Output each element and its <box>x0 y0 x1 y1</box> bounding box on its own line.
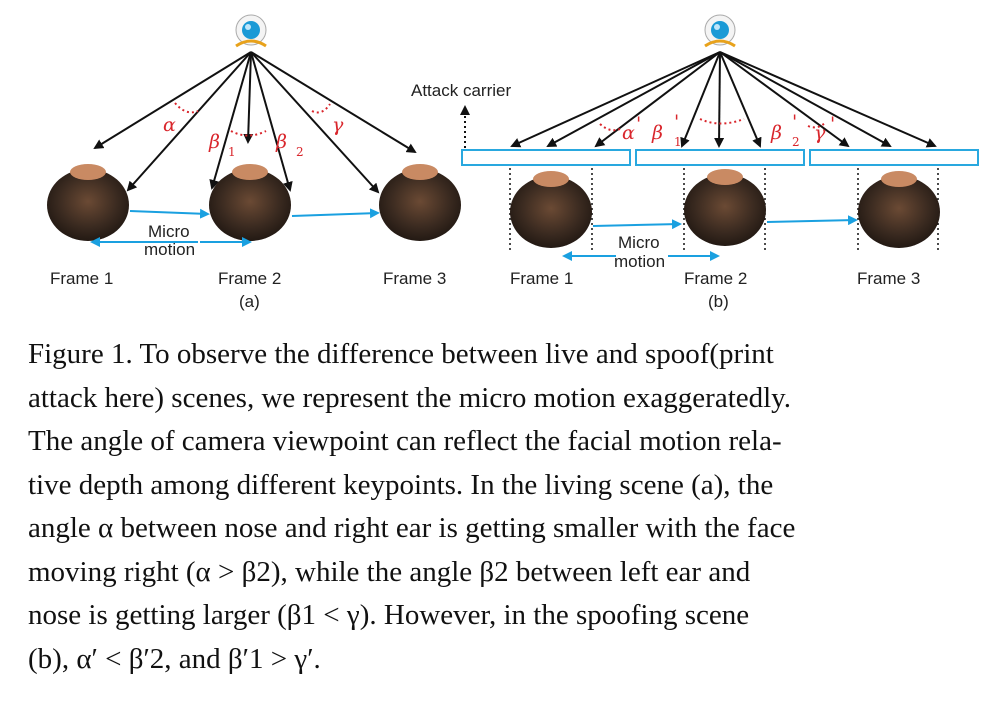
beta1-label: β <box>208 131 220 153</box>
motion-label: motion <box>144 240 195 259</box>
motion-arrows <box>90 208 380 247</box>
camera-icon <box>704 14 736 48</box>
caption-line: tive depth among different keypoints. In… <box>28 468 774 501</box>
camera-icon <box>235 14 267 48</box>
beta2-prime-subscript: 2 <box>792 135 800 149</box>
caption-line: angle α between nose and right ear is ge… <box>28 512 796 544</box>
head-frame-2 <box>684 169 766 246</box>
gamma-prime-mark: ' <box>830 113 835 135</box>
beta2-prime-label: β <box>770 122 782 144</box>
caption-line: moving right (α > β2), while the angle β… <box>28 555 751 588</box>
motion-label: motion <box>614 252 665 271</box>
alpha-label: α <box>163 114 176 136</box>
head-frame-1 <box>510 171 592 248</box>
carrier-boxes <box>461 149 979 166</box>
panel-b-sublabel: (b) <box>708 292 729 311</box>
angle-arcs <box>174 102 331 137</box>
beta2-label: β <box>275 131 287 153</box>
caption-line: Figure 1. To observe the difference betw… <box>28 338 774 370</box>
head-frame-3 <box>858 171 940 248</box>
micro-label: Micro <box>148 222 190 241</box>
caption-line: attack here) scenes, we represent the mi… <box>28 381 792 414</box>
beta2-prime-mark: ' <box>792 111 797 133</box>
gamma-prime-label: γ <box>814 122 826 144</box>
alpha-prime-label: α <box>622 122 635 144</box>
attack-carrier-label: Attack carrier <box>411 81 511 100</box>
head-frame-2 <box>209 164 291 241</box>
head-frame-1 <box>47 164 129 241</box>
beta2-subscript: 2 <box>296 145 304 159</box>
angle-arcs <box>599 118 827 132</box>
frame-1-label: Frame 1 <box>510 269 573 288</box>
beta1-prime-label: β <box>651 122 663 144</box>
panel-a: α β 1 β 2 γ Micro motion Frame 1 Frame 2 <box>47 14 461 311</box>
frame-3-label: Frame 3 <box>857 269 920 288</box>
alpha-prime-mark: ' <box>636 113 641 135</box>
beta1-prime-subscript: 1 <box>674 135 682 149</box>
motion-arrows <box>562 215 858 261</box>
panel-a-sublabel: (a) <box>239 292 260 311</box>
beta1-prime-mark: ' <box>674 111 679 133</box>
caption-line: nose is getting larger (β1 < γ). However… <box>28 599 750 631</box>
beta1-subscript: 1 <box>228 145 236 159</box>
panel-b: Attack carrier α ' β ' <box>411 14 979 311</box>
frame-1-label: Frame 1 <box>50 269 113 288</box>
caption-line: (b), α′ < β′2, and β′1 > γ′. <box>28 642 321 675</box>
figure-1-diagram: α β 1 β 2 γ Micro motion Frame 1 Frame 2 <box>47 14 979 311</box>
head-frame-3 <box>379 164 461 241</box>
frame-3-label: Frame 3 <box>383 269 446 288</box>
frame-2-label: Frame 2 <box>684 269 747 288</box>
frame-2-label: Frame 2 <box>218 269 281 288</box>
viewpoint-arrows <box>510 51 937 148</box>
micro-label: Micro <box>618 233 660 252</box>
viewpoint-arrows <box>93 51 417 194</box>
gamma-label: γ <box>332 114 344 136</box>
caption-line: The angle of camera viewpoint can reflec… <box>28 425 782 457</box>
figure-caption: Figure 1. To observe the difference betw… <box>28 333 974 681</box>
